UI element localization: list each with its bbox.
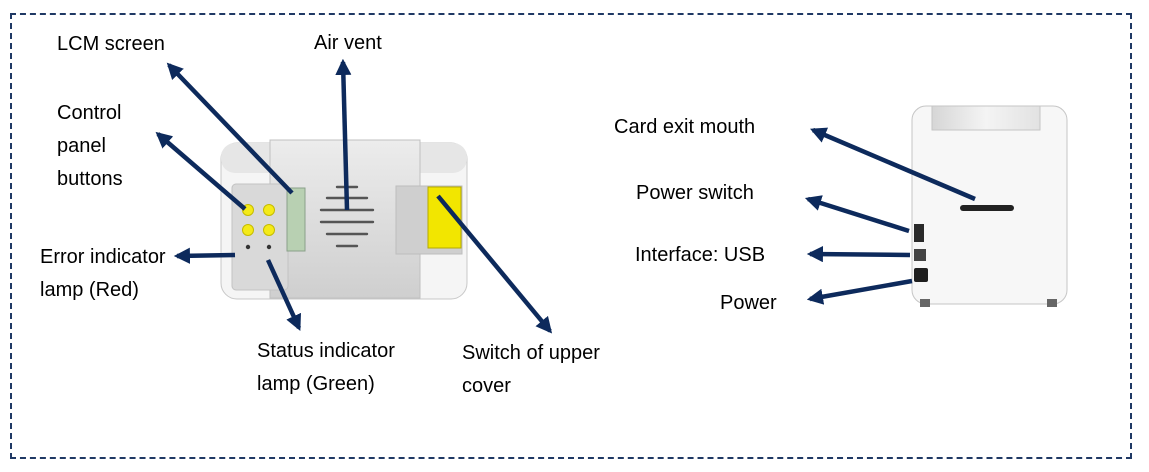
usb-interface: [914, 249, 926, 261]
arrow-error-indicator-lamp: [173, 247, 236, 264]
label-card-exit-mouth: Card exit mouth: [614, 116, 756, 138]
label-control-panel-buttons: Control panel buttons: [57, 102, 123, 190]
arrow-interface-usb: [806, 246, 911, 263]
label-switch-of-upper-cover: Switch of upper cover: [462, 342, 600, 397]
label-error-indicator-lamp: Error indicator lamp (Red): [40, 246, 166, 301]
power-socket: [914, 268, 928, 282]
callout-arrows: [155, 58, 976, 334]
power-switch: [914, 224, 924, 242]
status-indicator-lamp: [266, 244, 272, 250]
arrow-switch-of-upper-cover: [436, 194, 553, 334]
label-lcm-screen: LCM screen: [57, 33, 165, 55]
card-exit-mouth: [960, 205, 1014, 211]
arrow-power: [806, 278, 913, 305]
label-air-vent: Air vent: [314, 32, 382, 54]
arrow-power-switch: [804, 195, 910, 234]
label-power-switch: Power switch: [636, 182, 754, 204]
arrow-lcm-screen: [166, 62, 294, 195]
lcm-screen: [286, 187, 306, 252]
label-interface-usb: Interface: USB: [635, 244, 766, 266]
printer-back-view: [911, 105, 1068, 307]
label-power: Power: [720, 292, 777, 314]
control-panel-buttons: [242, 204, 275, 236]
label-status-indicator-lamp: Status indicator lamp (Green): [257, 340, 395, 395]
arrow-card-exit-mouth: [810, 127, 976, 202]
diagram-frame: [10, 13, 1132, 459]
arrow-status-indicator-lamp: [265, 259, 302, 331]
arrow-air-vent: [335, 58, 352, 211]
error-indicator-lamp: [245, 244, 251, 250]
arrow-control-panel-buttons: [155, 131, 247, 211]
